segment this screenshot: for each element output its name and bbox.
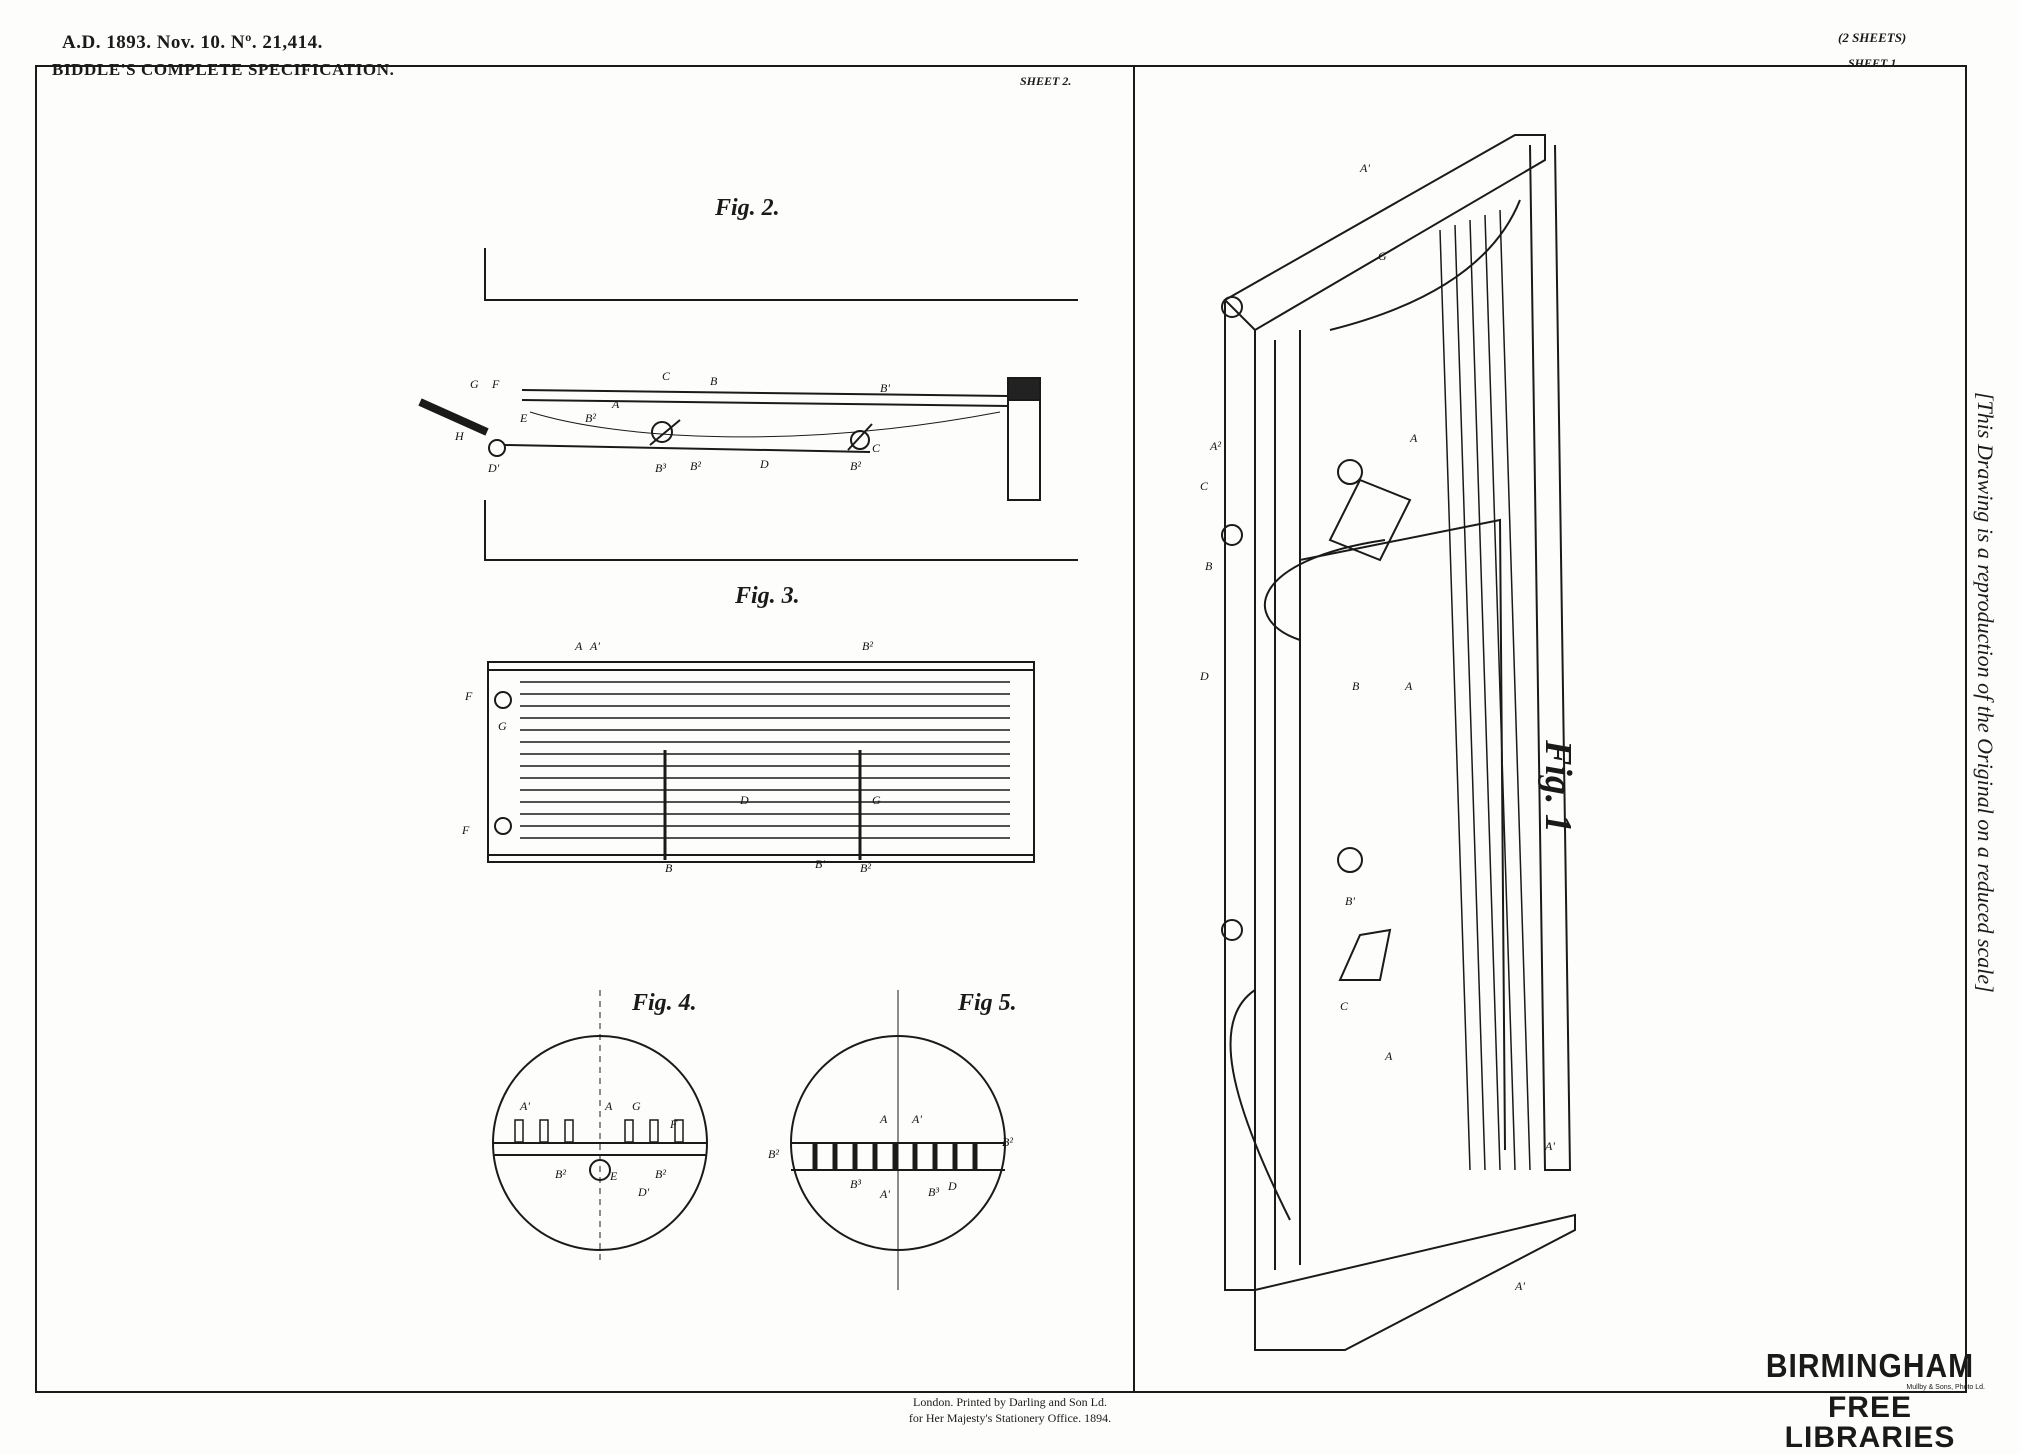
part-label-fig4: A xyxy=(604,1099,613,1113)
part-label-fig4: B² xyxy=(655,1167,666,1181)
header-patent-number: A.D. 1893. Nov. 10. Nº. 21,414. xyxy=(62,32,323,53)
part-label-fig1: D xyxy=(1199,669,1209,683)
part-label-fig1: A² xyxy=(1209,439,1221,453)
part-label-fig1: G xyxy=(1378,249,1387,263)
part-label-fig5: B² xyxy=(768,1147,779,1161)
part-label-fig4: G xyxy=(632,1099,641,1113)
part-label-fig4: B² xyxy=(555,1167,566,1181)
part-label-fig3: D xyxy=(739,793,749,807)
fig-2-drawing xyxy=(418,248,1078,561)
part-label-fig3: A xyxy=(574,639,583,653)
printer-imprint: London. Printed by Darling and Son Ld. f… xyxy=(840,1394,1180,1426)
reproduction-note: [This Drawing is a reproduction of the O… xyxy=(1973,392,1998,993)
sheet-2-frame xyxy=(35,65,1135,1393)
part-label-fig1: B' xyxy=(1345,894,1355,908)
fig-2-label: Fig. 2. xyxy=(715,195,780,221)
part-label-fig2: B² xyxy=(585,411,596,425)
part-label-fig2: B² xyxy=(690,459,701,473)
printer-line-1: London. Printed by Darling and Son Ld. xyxy=(913,1395,1107,1409)
sheet-1-frame xyxy=(1133,65,1967,1393)
part-label-fig2: B² xyxy=(850,459,861,473)
fig-3-drawing xyxy=(487,661,1035,863)
part-label-fig1: A' xyxy=(1359,161,1370,175)
header-specification-title: BIDDLE'S COMPLETE SPECIFICATION. xyxy=(52,60,395,79)
part-label-fig3: B² xyxy=(860,861,871,875)
part-label-fig1: A xyxy=(1404,679,1413,693)
part-label-fig3: B² xyxy=(862,639,873,653)
part-label-fig2: B' xyxy=(880,381,890,395)
stamp-small-print: Mullby & Sons, Photo Ld. xyxy=(1906,1384,1985,1391)
part-label-fig3: B' xyxy=(815,857,825,871)
part-label-fig1: A xyxy=(1384,1049,1393,1063)
part-label-fig5: A' xyxy=(879,1187,890,1201)
part-label-fig2: B xyxy=(710,374,718,388)
part-label-fig2: E xyxy=(519,411,528,425)
part-label-fig3: A' xyxy=(589,639,600,653)
part-label-fig1: B xyxy=(1352,679,1360,693)
part-label-fig5: A' xyxy=(911,1112,922,1126)
header-sheet-2: SHEET 2. xyxy=(1020,74,1072,88)
part-label-fig2: D' xyxy=(487,461,500,475)
fig-1-drawing xyxy=(1221,134,1576,1351)
fig-5-drawing xyxy=(790,990,1006,1290)
part-label-fig2: B³ xyxy=(655,461,666,475)
part-label-fig5: B³ xyxy=(928,1185,939,1199)
part-label-fig4: A' xyxy=(519,1099,530,1113)
part-label-fig5: D xyxy=(947,1179,957,1193)
fig-5-label: Fig 5. xyxy=(958,990,1017,1016)
fig-3-label: Fig. 3. xyxy=(735,583,800,609)
fig-4-label: Fig. 4. xyxy=(632,990,697,1016)
part-label-fig3: B xyxy=(665,861,673,875)
part-label-fig4: D' xyxy=(637,1185,650,1199)
part-label-fig2: H xyxy=(454,429,465,443)
part-label-fig2: C xyxy=(872,441,881,455)
part-label-fig5: B² xyxy=(1002,1135,1013,1149)
stamp-line-1: BIRMINGHAM xyxy=(1765,1348,1975,1385)
part-label-fig1: A xyxy=(1409,431,1418,445)
printer-line-2: for Her Majesty's Stationery Office. 189… xyxy=(908,1411,1112,1425)
header-sheet-1: SHEET 1. xyxy=(1848,56,1900,70)
part-label-fig5: A xyxy=(879,1112,888,1126)
part-label-fig5: B³ xyxy=(850,1177,861,1191)
fig-1-label: Fig. 1 xyxy=(1537,740,1579,833)
fig-4-drawing xyxy=(492,990,708,1260)
part-label-fig3: F xyxy=(464,689,473,703)
part-label-fig4: F xyxy=(669,1117,678,1131)
part-label-fig3: F xyxy=(461,823,470,837)
part-label-fig1: B xyxy=(1205,559,1213,573)
part-label-fig2: D xyxy=(759,457,769,471)
part-label-fig2: G xyxy=(470,377,479,391)
part-label-fig1: A' xyxy=(1544,1139,1555,1153)
part-label-fig1: A' xyxy=(1514,1279,1525,1293)
part-label-fig2: F xyxy=(491,377,500,391)
part-label-fig1: C xyxy=(1340,999,1349,1013)
header-sheet-count: (2 SHEETS) xyxy=(1838,30,1907,45)
part-label-fig3: G xyxy=(872,793,881,807)
library-stamp: BIRMINGHAM Mullby & Sons, Photo Ld. FREE… xyxy=(1755,1348,1985,1454)
part-label-fig2: A xyxy=(611,397,620,411)
stamp-line-2: FREE LIBRARIES xyxy=(1784,1391,1956,1454)
part-label-fig3: G xyxy=(498,719,507,733)
part-label-fig4: E xyxy=(609,1169,618,1183)
part-label-fig2: C xyxy=(662,369,671,383)
part-label-fig1: C xyxy=(1200,479,1209,493)
